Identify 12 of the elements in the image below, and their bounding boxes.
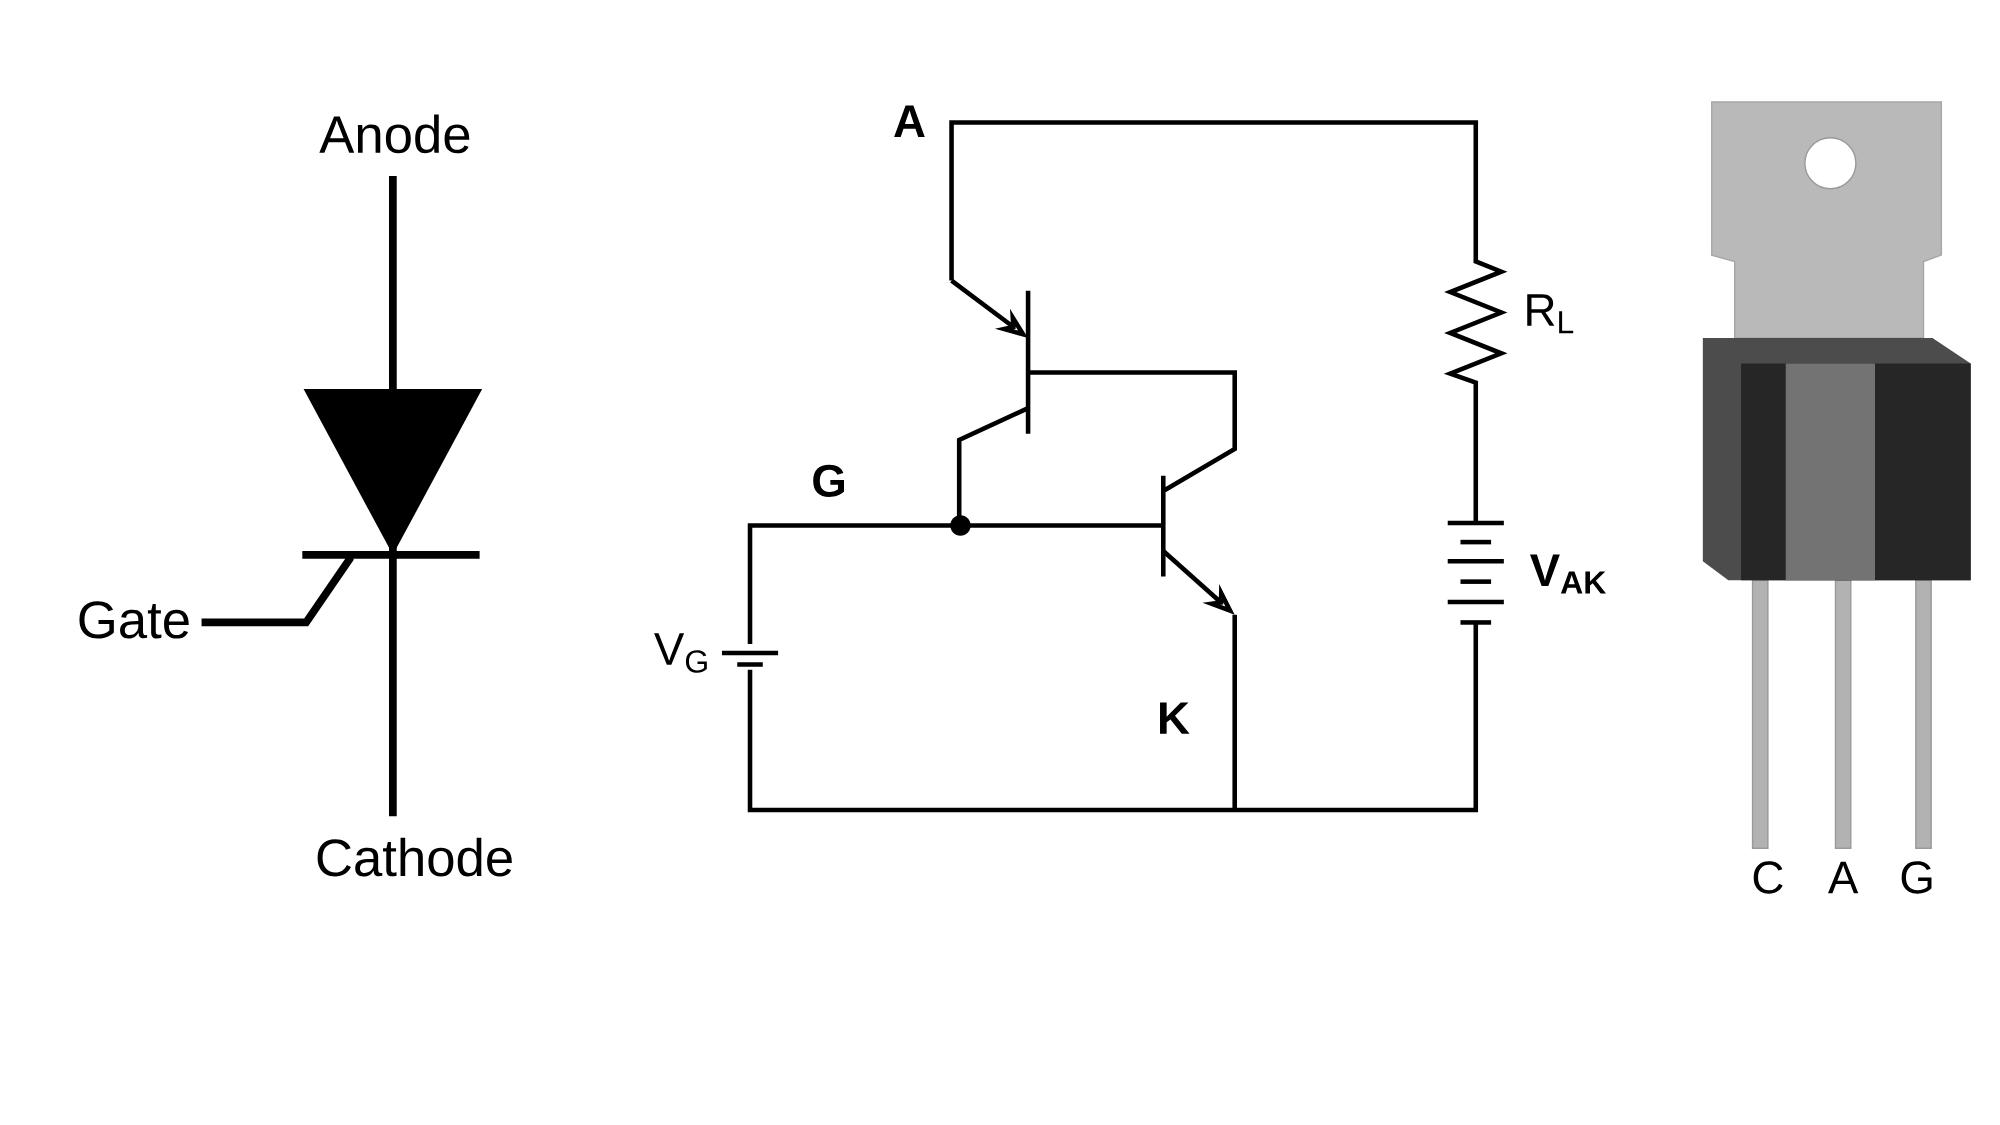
terminal-label: Cathode bbox=[317, 837, 512, 877]
terminal-label: G bbox=[813, 464, 844, 498]
component-label: V$_{AK}$ bbox=[1530, 554, 1606, 594]
pin-label: C bbox=[1753, 861, 1783, 894]
terminal-label: Gate bbox=[79, 601, 189, 639]
terminal-label: A bbox=[894, 105, 925, 137]
terminal-label: K bbox=[1160, 702, 1190, 734]
pin-label: G bbox=[1901, 861, 1932, 894]
component-label: V$_{G}$ bbox=[654, 633, 707, 673]
terminal-label: Anode bbox=[319, 114, 470, 154]
pin-label: A bbox=[1828, 861, 1859, 894]
component-label: R$_{L}$ bbox=[1527, 294, 1574, 334]
